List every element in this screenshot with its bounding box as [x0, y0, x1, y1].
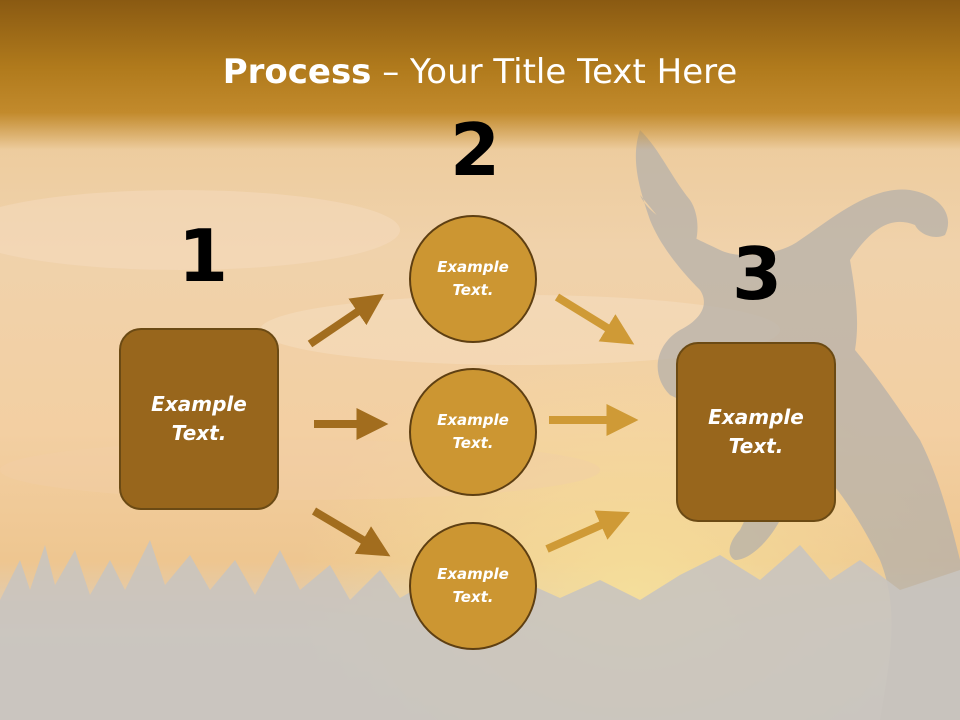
circle-top-line1: Example [437, 258, 509, 276]
right-box-line1: Example [708, 405, 804, 429]
title-bold: Process [222, 52, 372, 92]
step-number-3: 3 [732, 232, 783, 316]
circle-bottom-line2: Text. [452, 588, 494, 606]
arrow-bottom-to-right [545, 510, 631, 553]
step-number-1: 1 [178, 214, 229, 298]
arrow-left-to-bottom [311, 507, 391, 557]
arrow-top-to-right [554, 293, 635, 345]
title-rest: – Your Title Text Here [371, 52, 738, 92]
step-number-2: 2 [450, 108, 501, 192]
title-band [0, 0, 960, 150]
left-box-line1: Example [151, 392, 247, 416]
slide-title: Process – Your Title Text Here [0, 52, 960, 92]
right-box-line2: Text. [728, 434, 784, 458]
circle-top-line2: Text. [452, 281, 494, 299]
circle-middle-line1: Example [437, 411, 509, 429]
circle-middle-line2: Text. [452, 434, 494, 452]
arrow-left-to-top [307, 293, 384, 348]
left-box-line2: Text. [171, 421, 227, 445]
circle-bottom-line1: Example [437, 565, 509, 583]
